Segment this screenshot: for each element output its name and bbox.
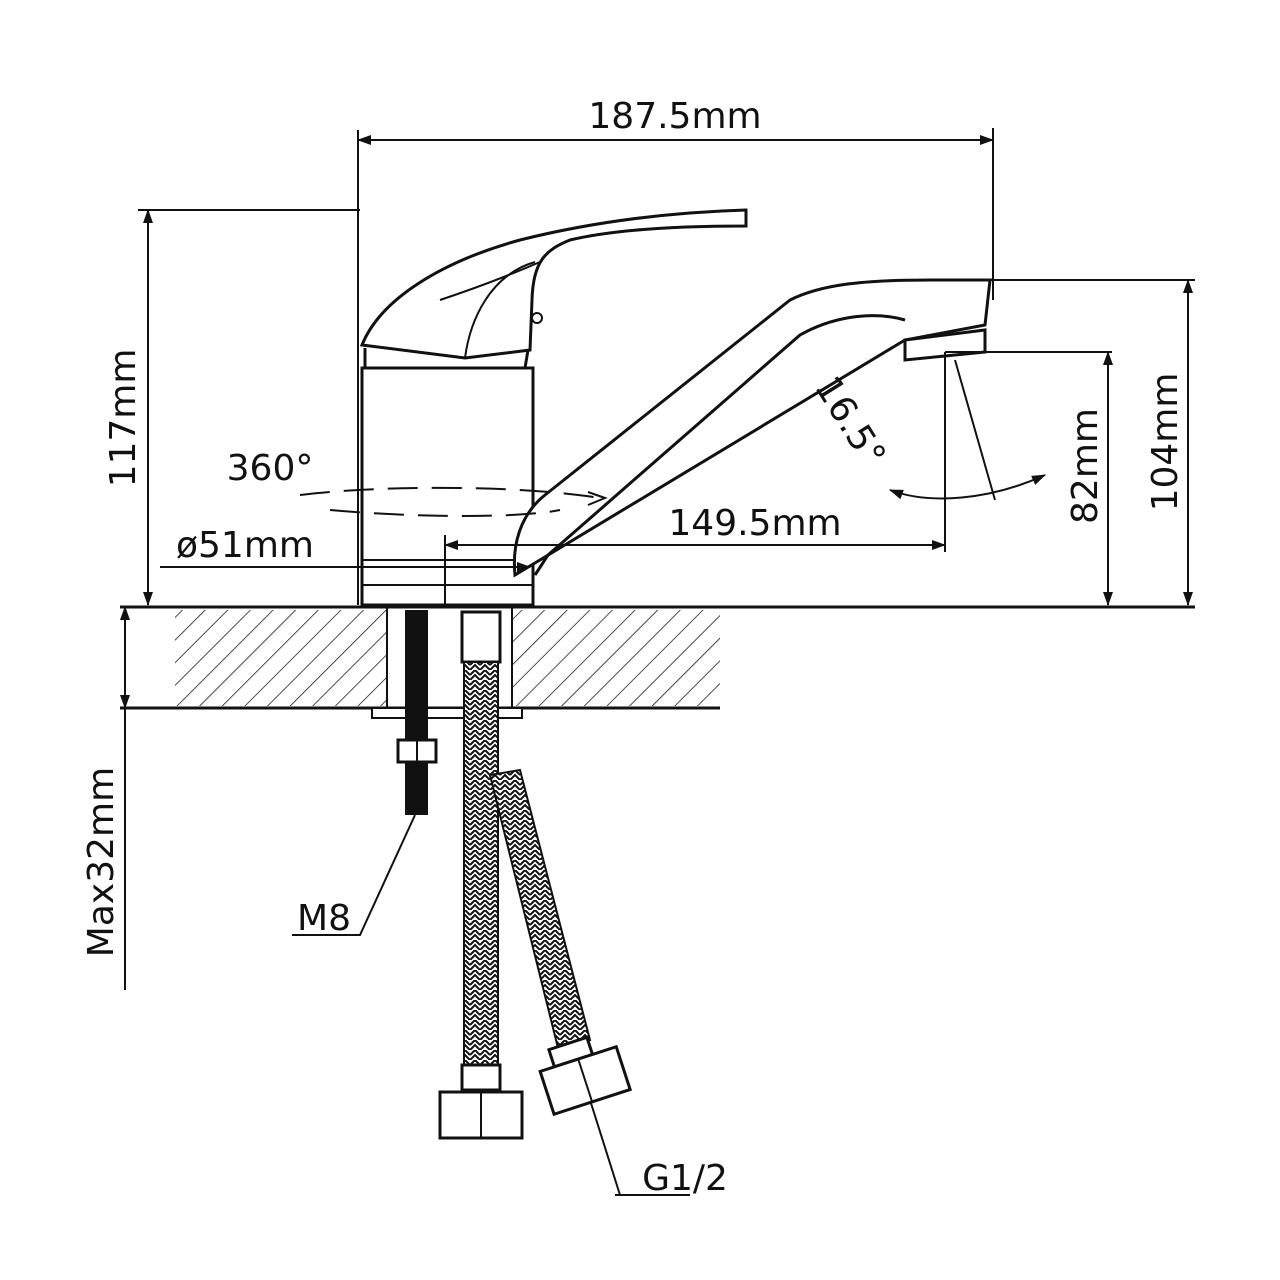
spout-height-label: 104mm	[1145, 373, 1186, 512]
dimension-lines	[120, 128, 1195, 1196]
spout-angle-label: 16.5°	[806, 369, 893, 474]
spout	[512, 278, 992, 578]
mounting-stud	[396, 610, 438, 815]
lever-handle	[359, 208, 748, 360]
rotation-indicator	[299, 486, 608, 517]
spout-reach-label: 149.5mm	[668, 503, 841, 544]
max-thickness-label: Max32mm	[81, 767, 122, 957]
spout-clearance-label: 82mm	[1065, 408, 1106, 524]
base-diameter-label: ø51mm	[176, 525, 314, 566]
hose-connection-label: G1/2	[642, 1158, 728, 1199]
supply-hoses	[438, 610, 633, 1140]
rotation-label: 360°	[227, 448, 314, 489]
stud-thread-label: M8	[297, 898, 351, 939]
countertop	[120, 605, 1195, 719]
faucet-body	[360, 348, 535, 607]
overall-height-label: 117mm	[103, 349, 144, 488]
overall-length-label: 187.5mm	[588, 96, 761, 137]
